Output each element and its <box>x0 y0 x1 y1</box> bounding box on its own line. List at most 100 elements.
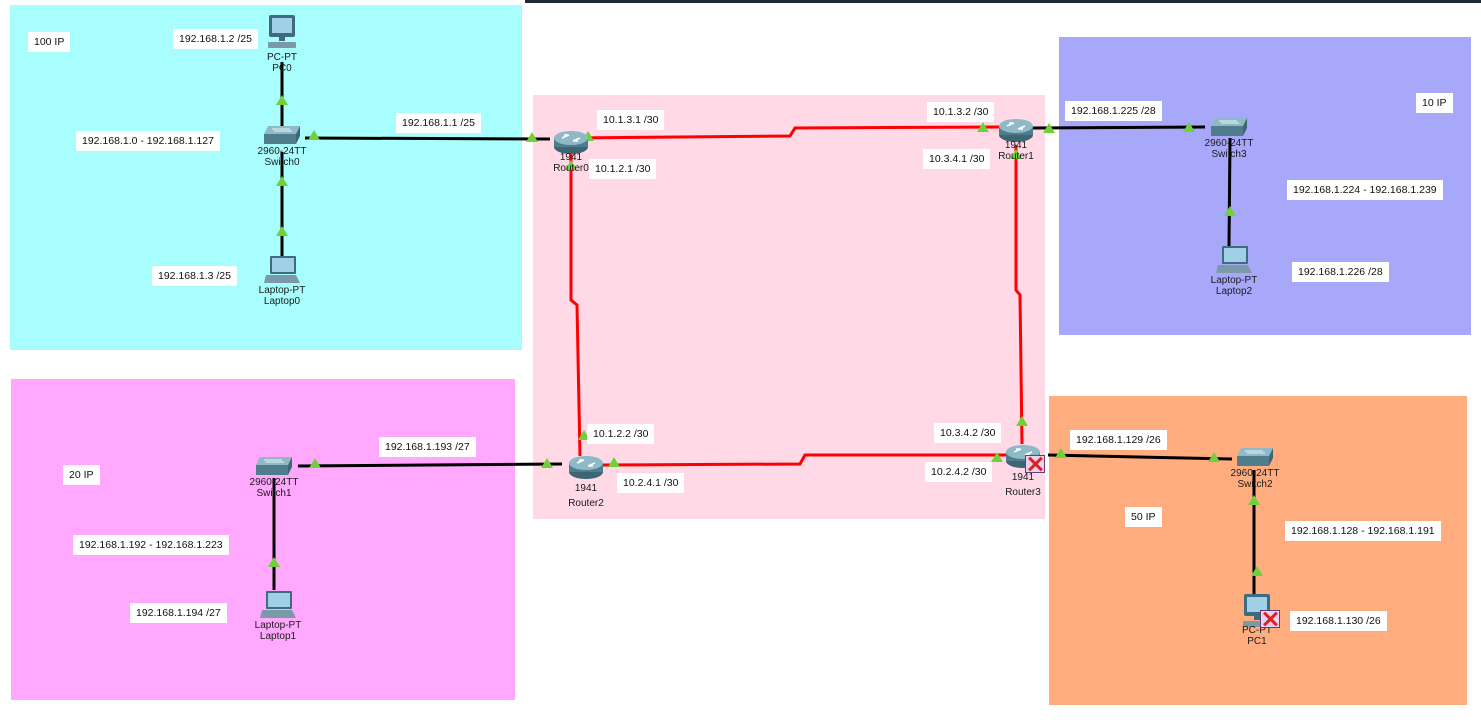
link-router1-router3 <box>1014 145 1024 445</box>
link-light <box>526 132 538 142</box>
link-light <box>276 95 288 105</box>
link-light <box>991 452 1003 462</box>
device-name: Switch3 <box>1211 149 1247 160</box>
device-pc0[interactable]: PC-PT PC0 <box>237 14 327 74</box>
link-light <box>541 458 553 468</box>
device-switch0[interactable]: 2960-24TT Switch0 <box>237 124 327 168</box>
device-router1[interactable]: 1941 Router1 <box>971 114 1061 162</box>
device-router0[interactable]: 1941 Router0 <box>526 126 616 174</box>
router-icon <box>554 131 588 154</box>
label-r0-r1[interactable]: 10.1.3.1 /30 <box>597 110 665 130</box>
device-name: Router2 <box>568 498 604 509</box>
switch-icon <box>1237 448 1273 466</box>
link-light <box>1208 452 1220 462</box>
link-router2-router3 <box>599 453 1010 467</box>
device-model: 2960-24TT <box>249 477 299 488</box>
device-name: Router1 <box>998 151 1034 162</box>
label-r3-r1[interactable]: 10.3.4.2 /30 <box>934 423 1002 443</box>
link-light <box>308 130 320 140</box>
label-pc1-ip[interactable]: 192.168.1.130 /26 <box>1290 611 1387 631</box>
link-light <box>276 226 288 236</box>
device-model: PC-PT <box>1242 625 1272 636</box>
link-switch3-laptop2 <box>1227 137 1232 247</box>
device-name: Router0 <box>553 163 589 174</box>
link-light <box>578 430 590 440</box>
device-laptop2[interactable]: Laptop-PT Laptop2 <box>1189 245 1279 297</box>
device-model: 1941 <box>559 152 583 163</box>
router-icon <box>999 119 1033 142</box>
note-10-ip[interactable]: 10 IP <box>1416 93 1453 113</box>
device-name: PC1 <box>1247 636 1267 647</box>
link-router1-switch3 <box>1032 125 1206 130</box>
label-r2-r3[interactable]: 10.2.4.1 /30 <box>617 473 685 493</box>
label-range-2[interactable]: 192.168.1.128 - 192.168.1.191 <box>1285 521 1441 541</box>
link-switch1-router2 <box>297 462 563 468</box>
label-r0-r2[interactable]: 10.1.2.1 /30 <box>589 159 657 179</box>
link-light <box>1251 566 1263 576</box>
note-100-ip[interactable]: 100 IP <box>28 32 71 52</box>
link-light <box>582 131 594 141</box>
device-name: Switch1 <box>256 488 292 499</box>
link-light <box>268 557 280 567</box>
link-light <box>1224 206 1236 216</box>
device-name: Laptop0 <box>263 296 301 307</box>
link-light <box>1043 123 1055 133</box>
device-name: Switch0 <box>264 157 300 168</box>
pc-icon <box>268 15 296 48</box>
laptop-icon <box>264 256 300 283</box>
label-router1-lan[interactable]: 192.168.1.225 /28 <box>1065 101 1162 121</box>
device-switch3[interactable]: 2960-24TT Switch3 <box>1184 116 1274 160</box>
label-r2-r0[interactable]: 10.1.2.2 /30 <box>587 424 655 444</box>
device-model: 1941 <box>1004 140 1028 151</box>
link-switch0-router0 <box>304 136 551 141</box>
label-r1-r0[interactable]: 10.1.3.2 /30 <box>927 102 995 122</box>
link-router3-switch2 <box>1047 453 1233 461</box>
switch-icon <box>1211 118 1247 136</box>
link-router0-router1 <box>571 125 1001 140</box>
link-light <box>276 176 288 186</box>
device-name: PC0 <box>272 63 292 74</box>
label-range-0[interactable]: 192.168.1.0 - 192.168.1.127 <box>76 131 220 151</box>
device-name: Laptop1 <box>259 631 297 642</box>
link-light <box>1010 149 1022 159</box>
device-model: 2960-24TT <box>257 146 307 157</box>
label-r3-r2[interactable]: 10.2.4.2 /30 <box>925 462 993 482</box>
switch-icon <box>256 457 292 475</box>
label-pc0-ip[interactable]: 192.168.1.2 /25 <box>173 29 258 49</box>
device-router2[interactable]: 1941 Router2 <box>541 451 631 509</box>
label-r1-r3[interactable]: 10.3.4.1 /30 <box>923 149 991 169</box>
device-laptop1[interactable]: Laptop-PT Laptop1 <box>233 590 323 642</box>
device-model: 2960-24TT <box>1230 468 1280 479</box>
label-range-3[interactable]: 192.168.1.224 - 192.168.1.239 <box>1287 180 1443 200</box>
link-light <box>1183 122 1195 132</box>
window-top-edge <box>525 0 1481 3</box>
zone-100-ip <box>10 5 522 350</box>
label-laptop1-ip[interactable]: 192.168.1.194 /27 <box>130 603 227 623</box>
device-model: Laptop-PT <box>1210 275 1258 286</box>
device-switch2[interactable]: 2960-24TT Switch2 <box>1210 446 1300 490</box>
note-20-ip[interactable]: 20 IP <box>63 465 100 485</box>
label-laptop0-ip[interactable]: 192.168.1.3 /25 <box>152 266 237 286</box>
label-router0-lan[interactable]: 192.168.1.1 /25 <box>396 113 481 133</box>
label-router2-lan[interactable]: 192.168.1.193 /27 <box>379 437 476 457</box>
label-laptop2-ip[interactable]: 192.168.1.226 /28 <box>1292 262 1389 282</box>
device-laptop0[interactable]: Laptop-PT Laptop0 <box>237 255 327 307</box>
link-light <box>1016 416 1028 426</box>
link-light <box>608 457 620 467</box>
link-light <box>1248 495 1260 505</box>
device-switch1[interactable]: 2960-24TT Switch1 <box>229 455 319 499</box>
x-mark-icon[interactable] <box>1025 455 1045 473</box>
device-pc1[interactable]: PC-PT PC1 <box>1212 593 1302 647</box>
label-router3-lan[interactable]: 192.168.1.129 /26 <box>1070 430 1167 450</box>
router-icon <box>569 456 603 479</box>
link-light <box>977 122 989 132</box>
note-50-ip[interactable]: 50 IP <box>1125 507 1162 527</box>
label-range-1[interactable]: 192.168.1.192 - 192.168.1.223 <box>73 535 229 555</box>
x-mark-icon[interactable] <box>1260 610 1280 628</box>
link-router0-router2 <box>569 150 582 457</box>
laptop-icon <box>260 591 296 618</box>
link-light <box>1055 448 1067 458</box>
device-name: Switch2 <box>1237 479 1273 490</box>
link-light <box>309 458 321 468</box>
